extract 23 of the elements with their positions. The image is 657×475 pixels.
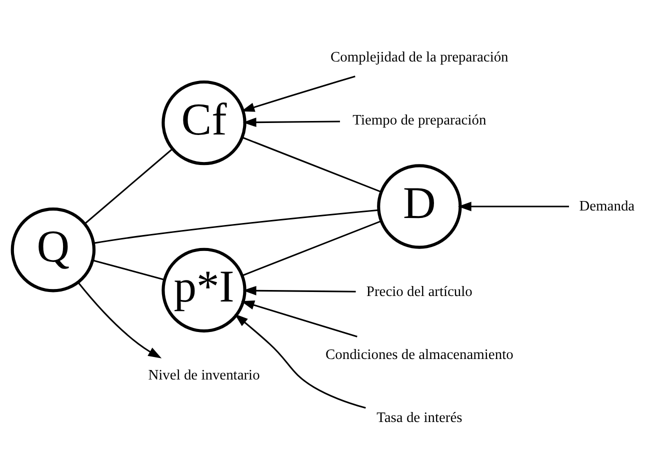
arrow: [242, 117, 340, 127]
connector: [93, 208, 378, 244]
node-text: Nivel de inventario: [148, 367, 260, 384]
arrow: [242, 285, 356, 295]
node-text: Tiempo de preparación: [352, 112, 486, 128]
node-text: Complejidad de la preparación: [330, 49, 508, 66]
connector: [84, 148, 173, 224]
node-circle: Q: [10, 207, 96, 292]
node-circle: p*I: [162, 247, 246, 332]
node-text: Precio del artículo: [366, 284, 472, 300]
node-circle: Cf: [162, 80, 246, 165]
connector: [92, 259, 165, 280]
arrow: [240, 300, 358, 337]
arrow: [458, 201, 569, 211]
node-circle: D: [377, 164, 462, 248]
arrow: [241, 75, 356, 112]
node-text: Condiciones de almacenamiento: [325, 346, 514, 363]
connector: [242, 220, 382, 276]
node-text: Demanda: [579, 198, 635, 214]
connector: [242, 136, 382, 192]
arrow: [78, 281, 162, 358]
arrow: [234, 313, 366, 408]
node-text: Tasa de interés: [376, 410, 462, 426]
